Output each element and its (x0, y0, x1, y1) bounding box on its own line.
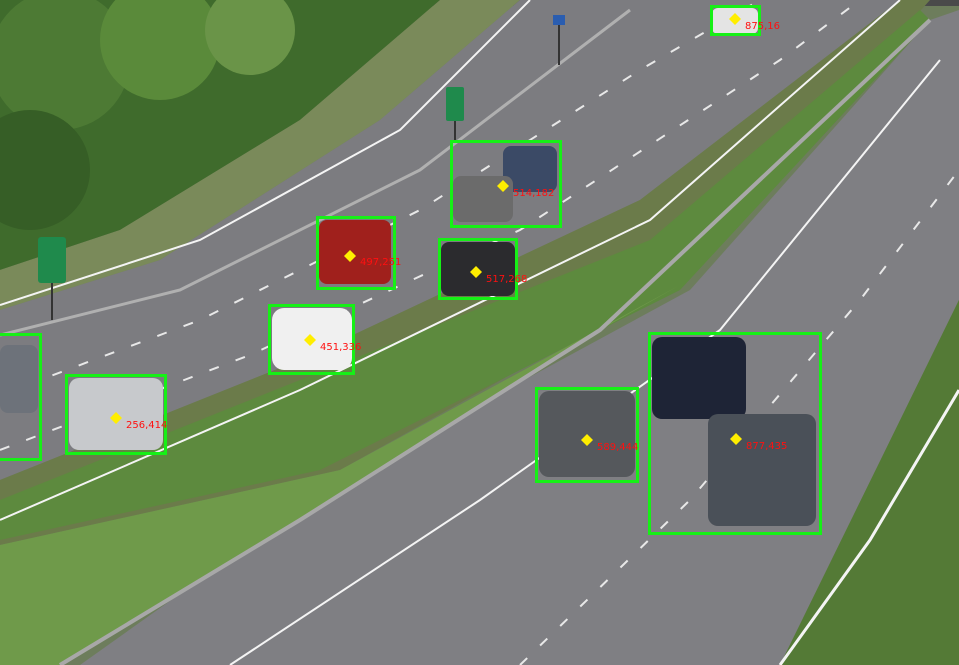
detection-label: 875,16 (745, 21, 780, 32)
centroid-marker (344, 250, 356, 262)
centroid-marker (581, 434, 593, 446)
centroid-marker (497, 180, 509, 192)
detection-box (0, 333, 42, 461)
detection-label: 514,182 (513, 188, 555, 199)
detection-box (438, 238, 518, 300)
detection-label: 497,251 (360, 257, 402, 268)
car-3 (453, 176, 513, 222)
detection-box (648, 332, 822, 535)
detection-box (316, 216, 396, 290)
car-2 (503, 146, 557, 192)
detection-label: 451,336 (320, 342, 362, 353)
detection-label: 517,268 (486, 274, 528, 285)
road-sign (38, 237, 66, 283)
detection-label: 877,435 (746, 441, 788, 452)
van-red (319, 220, 391, 284)
detection-box (535, 387, 639, 483)
detection-box (268, 304, 355, 375)
detection-box (65, 374, 167, 455)
detection-label: 589,444 (597, 442, 639, 453)
centroid-marker (110, 412, 122, 424)
centroid-marker (470, 266, 482, 278)
detection-label: 256,414 (126, 420, 168, 431)
detection-box (450, 140, 562, 228)
centroid-marker (304, 334, 316, 346)
detection-box (710, 5, 761, 36)
centroid-marker (729, 13, 741, 25)
centroid-marker (730, 433, 742, 445)
car-navy (652, 337, 746, 419)
car-edge (0, 345, 38, 413)
